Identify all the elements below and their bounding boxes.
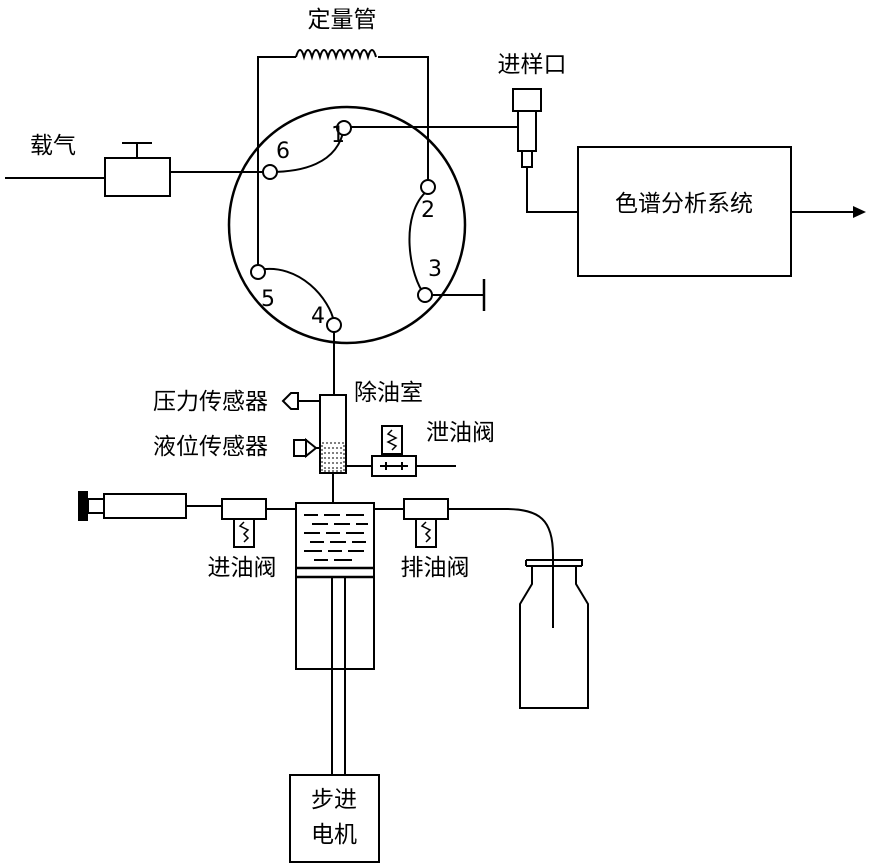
oil-outlet-valve-label: 排油阀 bbox=[401, 555, 470, 581]
carrier-gas-label: 载气 bbox=[30, 133, 76, 159]
port-4-label: 4 bbox=[311, 304, 325, 329]
port-2[interactable] bbox=[420, 179, 436, 195]
pressure-sensor-label: 压力传感器 bbox=[153, 389, 268, 415]
port-6[interactable] bbox=[262, 164, 278, 180]
inlet-body bbox=[517, 110, 537, 152]
level-sensor-label: 液位传感器 bbox=[153, 434, 268, 460]
piston-cylinder bbox=[295, 502, 375, 775]
pressure-sensor-icon bbox=[281, 392, 299, 410]
oil-removal-chamber-label: 除油室 bbox=[354, 380, 423, 406]
carrier-gas-regulator[interactable] bbox=[104, 157, 171, 197]
inlet-label: 进样口 bbox=[498, 52, 567, 78]
oil-outlet-valve[interactable] bbox=[403, 498, 449, 520]
port-1-label: 1 bbox=[331, 123, 345, 148]
quant-tube-label: 定量管 bbox=[308, 7, 377, 33]
stepper-motor-label-2: 电机 bbox=[311, 822, 357, 848]
port-2-label: 2 bbox=[421, 198, 435, 223]
oil-inlet-valve[interactable] bbox=[221, 498, 267, 520]
oil-bottle bbox=[519, 559, 589, 709]
chromatograph-label: 色谱分析系统 bbox=[615, 191, 753, 217]
stepper-motor-label-1: 步进 bbox=[311, 787, 357, 813]
level-sensor-icon bbox=[305, 437, 318, 459]
oil-removal-chamber bbox=[319, 394, 347, 474]
six-port-valve[interactable] bbox=[227, 105, 467, 345]
port-3-label: 3 bbox=[428, 257, 442, 282]
output-arrow-icon bbox=[853, 206, 866, 218]
chromatograph-box bbox=[577, 146, 792, 277]
stepper-motor bbox=[289, 774, 380, 863]
port-3[interactable] bbox=[417, 287, 433, 303]
port-4[interactable] bbox=[326, 317, 342, 333]
oil-inlet-valve-label: 进油阀 bbox=[208, 555, 277, 581]
inlet-cap[interactable] bbox=[512, 88, 542, 112]
syringe[interactable] bbox=[78, 491, 222, 521]
port-5[interactable] bbox=[250, 264, 266, 280]
port-5-label: 5 bbox=[261, 287, 275, 312]
quantitative-loop bbox=[257, 49, 429, 275]
drain-valve-label: 泄油阀 bbox=[426, 420, 495, 446]
port-6-label: 6 bbox=[276, 139, 290, 164]
coil bbox=[295, 49, 377, 61]
